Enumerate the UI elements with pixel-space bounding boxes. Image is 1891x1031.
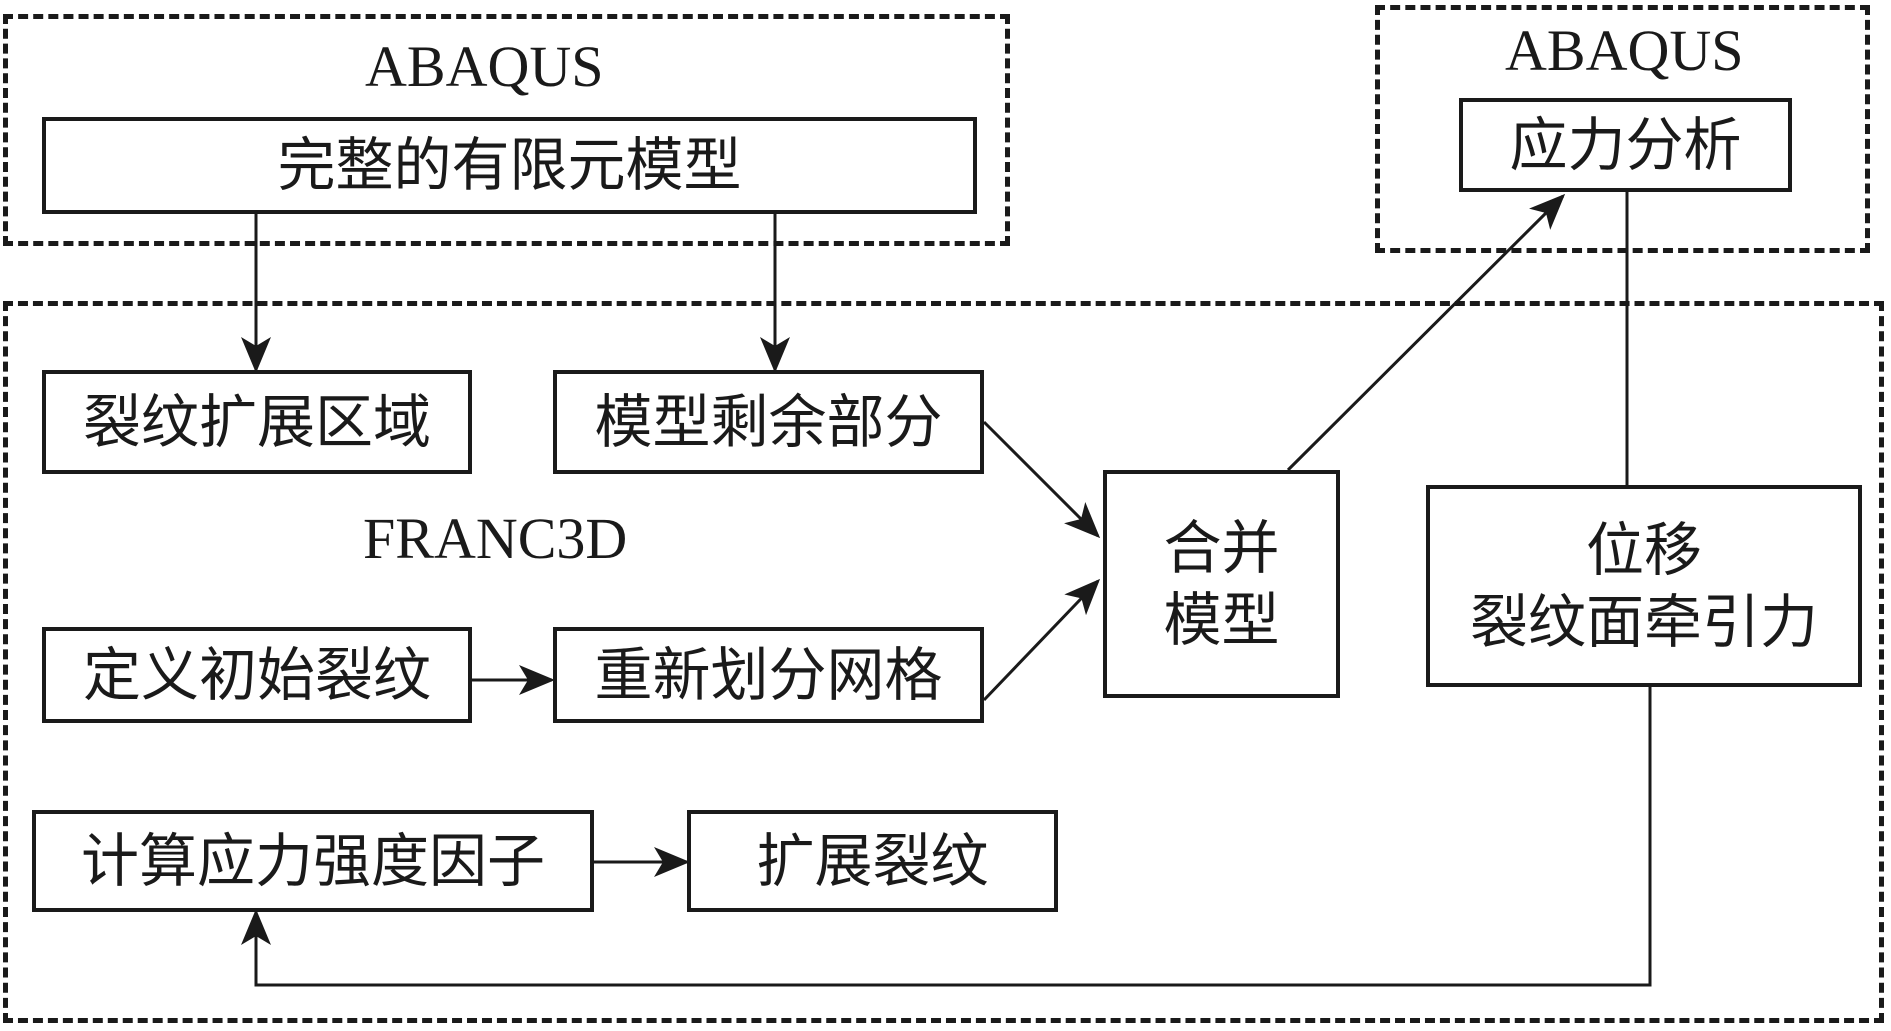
full-model-box: 完整的有限元模型 — [42, 117, 977, 214]
remesh-text: 重新划分网格 — [594, 640, 943, 709]
franc3d-label: FRANC3D — [363, 506, 628, 571]
abaqus-top-region — [3, 14, 1010, 246]
crack-region-box: 裂纹扩展区域 — [42, 370, 472, 474]
remesh-box: 重新划分网格 — [553, 627, 984, 723]
initial-crack-text: 定义初始裂纹 — [82, 640, 431, 709]
franc3d-region — [3, 301, 1884, 1023]
arrow-merge-to-stress — [1286, 193, 1566, 472]
extend-crack-box: 扩展裂纹 — [687, 810, 1058, 912]
stress-analysis-box: 应力分析 — [1459, 98, 1792, 192]
merge-model-line2: 模型 — [1163, 586, 1280, 654]
compute-sif-box: 计算应力强度因子 — [32, 810, 594, 912]
crack-region-text: 裂纹扩展区域 — [82, 387, 431, 456]
full-model-text: 完整的有限元模型 — [277, 131, 742, 200]
abaqus-top-label: ABAQUS — [365, 34, 604, 99]
initial-crack-box: 定义初始裂纹 — [42, 627, 472, 723]
remaining-model-box: 模型剩余部分 — [553, 370, 984, 474]
displacement-traction-box: 位移 裂纹面牵引力 — [1426, 485, 1862, 687]
abaqus-right-region — [1375, 5, 1870, 253]
arrow-displacement-to-sif — [241, 687, 1652, 987]
compute-sif-text: 计算应力强度因子 — [80, 826, 545, 895]
arrow-remaining-to-merge — [982, 420, 1101, 539]
merge-model-line1: 合并 — [1163, 513, 1280, 582]
extend-crack-text: 扩展裂纹 — [756, 826, 989, 895]
arrow-remesh-to-merge — [982, 578, 1101, 702]
stress-analysis-text: 应力分析 — [1509, 110, 1742, 179]
abaqus-right-label: ABAQUS — [1505, 18, 1744, 83]
displacement-text: 位移 — [1585, 515, 1702, 584]
merge-model-box: 合并 模型 — [1103, 470, 1340, 698]
traction-text: 裂纹面牵引力 — [1469, 588, 1818, 656]
remaining-model-text: 模型剩余部分 — [594, 387, 943, 456]
